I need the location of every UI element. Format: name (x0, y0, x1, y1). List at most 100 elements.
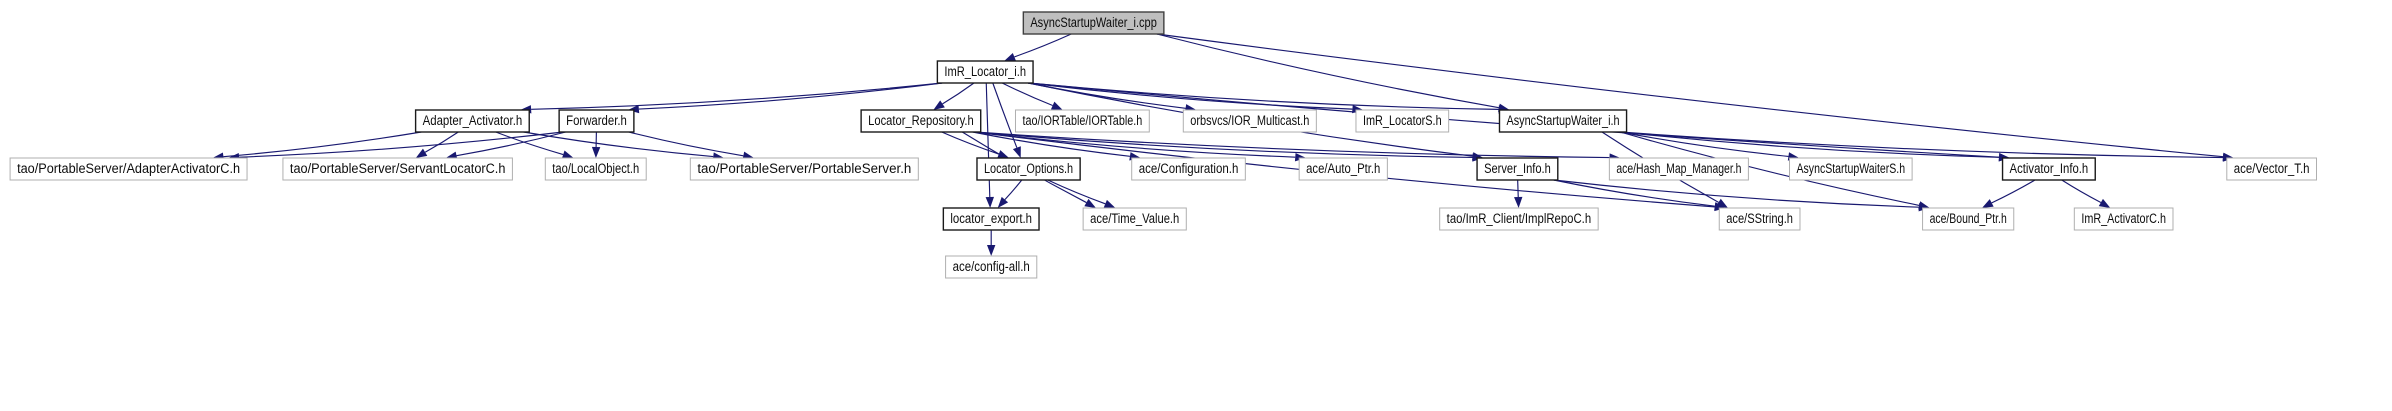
graph-node[interactable]: Forwarder.h (558, 109, 635, 133)
graph-node[interactable]: locator_export.h (942, 207, 1040, 231)
node-label: Activator_Info.h (2010, 161, 2089, 176)
graph-node[interactable]: AsyncStartupWaiterS.h (1789, 157, 1913, 181)
graph-node[interactable]: ace/config-all.h (945, 255, 1038, 279)
graph-edge-arrowhead (1050, 101, 1063, 110)
node-box[interactable] (1718, 207, 1801, 231)
node-label: tao/PortableServer/PortableServer.h (697, 161, 911, 176)
node-label: tao/IORTable/IORTable.h (1022, 113, 1142, 128)
graph-node[interactable]: ace/Vector_T.h (2226, 157, 2318, 181)
graph-node[interactable]: ace/Auto_Ptr.h (1298, 157, 1388, 181)
graph-node[interactable]: Locator_Options.h (976, 157, 1081, 181)
graph-edge-arrowhead (1918, 202, 1930, 212)
node-label: ace/Hash_Map_Manager.h (1616, 161, 1741, 176)
graph-edge (974, 131, 1473, 159)
graph-node[interactable]: AsyncStartupWaiter_i.h (1498, 109, 1628, 133)
graph-edge (456, 131, 566, 157)
graph-node[interactable]: tao/ImR_Client/ImplRepoC.h (1439, 207, 1599, 231)
node-box[interactable] (1182, 109, 1317, 133)
node-box[interactable] (282, 157, 513, 181)
graph-node[interactable]: ace/Bound_Ptr.h (1922, 207, 2015, 231)
node-box[interactable] (544, 157, 647, 181)
node-label: locator_export.h (950, 211, 1032, 226)
graph-edge-arrowhead (1998, 153, 2010, 162)
node-label: AsyncStartupWaiterS.h (1797, 161, 1906, 176)
graph-edge (638, 82, 943, 110)
graph-edge (974, 131, 1610, 159)
graph-edge (1553, 179, 1715, 207)
node-box[interactable] (9, 157, 248, 181)
graph-edge (239, 131, 563, 158)
node-box[interactable] (1082, 207, 1187, 231)
graph-node[interactable]: tao/LocalObject.h (544, 157, 647, 181)
node-box[interactable] (1789, 157, 1913, 181)
node-box[interactable] (976, 157, 1081, 181)
node-label: ace/Auto_Ptr.h (1306, 161, 1380, 176)
graph-edge (424, 131, 459, 153)
node-label: Server_Info.h (1484, 161, 1551, 176)
graph-node[interactable]: AsyncStartupWaiter_i.cpp (1022, 11, 1165, 35)
graph-edge (1004, 179, 1023, 201)
node-box[interactable] (414, 109, 530, 133)
node-box[interactable] (558, 109, 635, 133)
graph-edge (941, 131, 999, 155)
node-label: Adapter_Activator.h (423, 113, 523, 128)
graph-edge-arrowhead (1514, 196, 1523, 208)
node-label: ace/Vector_T.h (2234, 161, 2310, 176)
node-box[interactable] (2001, 157, 2096, 181)
node-label: ImR_ActivatorC.h (2081, 211, 2166, 226)
node-box[interactable] (860, 109, 982, 133)
node-box[interactable] (689, 157, 919, 181)
graph-edge-arrowhead (1012, 146, 1021, 158)
node-box[interactable] (1922, 207, 2015, 231)
graph-edge (523, 131, 714, 158)
graph-edge (985, 82, 991, 198)
node-box[interactable] (936, 60, 1034, 84)
graph-edge (1620, 131, 1920, 206)
graph-node[interactable]: tao/PortableServer/ServantLocatorC.h (282, 157, 513, 181)
graph-node[interactable]: tao/IORTable/IORTable.h (1014, 109, 1150, 133)
node-box[interactable] (1608, 157, 1749, 181)
node-box[interactable] (1298, 157, 1388, 181)
node-box[interactable] (1131, 157, 1246, 181)
graph-edge (1047, 179, 1106, 205)
node-box[interactable] (1022, 11, 1165, 35)
node-box[interactable] (1355, 109, 1450, 133)
graph-node[interactable]: Server_Info.h (1476, 157, 1559, 181)
graph-edge (1619, 131, 1789, 157)
graph-node[interactable]: Locator_Repository.h (860, 109, 982, 133)
graph-edge (942, 82, 975, 105)
node-box[interactable] (1439, 207, 1599, 231)
node-box[interactable] (2226, 157, 2318, 181)
graph-node[interactable]: Activator_Info.h (2001, 157, 2096, 181)
node-box[interactable] (945, 255, 1038, 279)
node-label: tao/PortableServer/ServantLocatorC.h (290, 161, 505, 176)
graph-node[interactable]: ace/Time_Value.h (1082, 207, 1187, 231)
graph-node[interactable]: ace/SString.h (1718, 207, 1801, 231)
node-box[interactable] (1498, 109, 1628, 133)
graph-node[interactable]: ace/Hash_Map_Manager.h (1608, 157, 1749, 181)
graph-edge-arrowhead (1103, 199, 1116, 208)
node-box[interactable] (1476, 157, 1559, 181)
graph-edge (1620, 131, 2223, 159)
node-box[interactable] (942, 207, 1040, 231)
graph-node[interactable]: ImR_ActivatorC.h (2073, 207, 2174, 231)
node-box[interactable] (2073, 207, 2174, 231)
graph-edge-arrowhead (985, 196, 994, 208)
graph-node[interactable]: orbsvcs/IOR_Multicast.h (1182, 109, 1317, 133)
node-label: ImR_LocatorS.h (1363, 113, 1442, 128)
graph-node[interactable]: Adapter_Activator.h (414, 109, 530, 133)
graph-edge-arrowhead (591, 146, 601, 158)
graph-node[interactable]: ImR_Locator_i.h (936, 60, 1034, 84)
graph-edge (1991, 179, 2036, 204)
graph-node[interactable]: tao/PortableServer/AdapterActivatorC.h (9, 157, 248, 181)
graph-edge (1156, 33, 1499, 109)
node-label: tao/LocalObject.h (552, 161, 639, 176)
node-label: Forwarder.h (566, 113, 627, 128)
graph-node[interactable]: tao/PortableServer/PortableServer.h (689, 157, 919, 181)
graph-node[interactable]: ace/Configuration.h (1131, 157, 1246, 181)
node-label: tao/PortableServer/AdapterActivatorC.h (17, 161, 240, 176)
graph-node[interactable]: ImR_LocatorS.h (1355, 109, 1450, 133)
node-box[interactable] (1014, 109, 1150, 133)
graph-edge (1156, 33, 2224, 158)
